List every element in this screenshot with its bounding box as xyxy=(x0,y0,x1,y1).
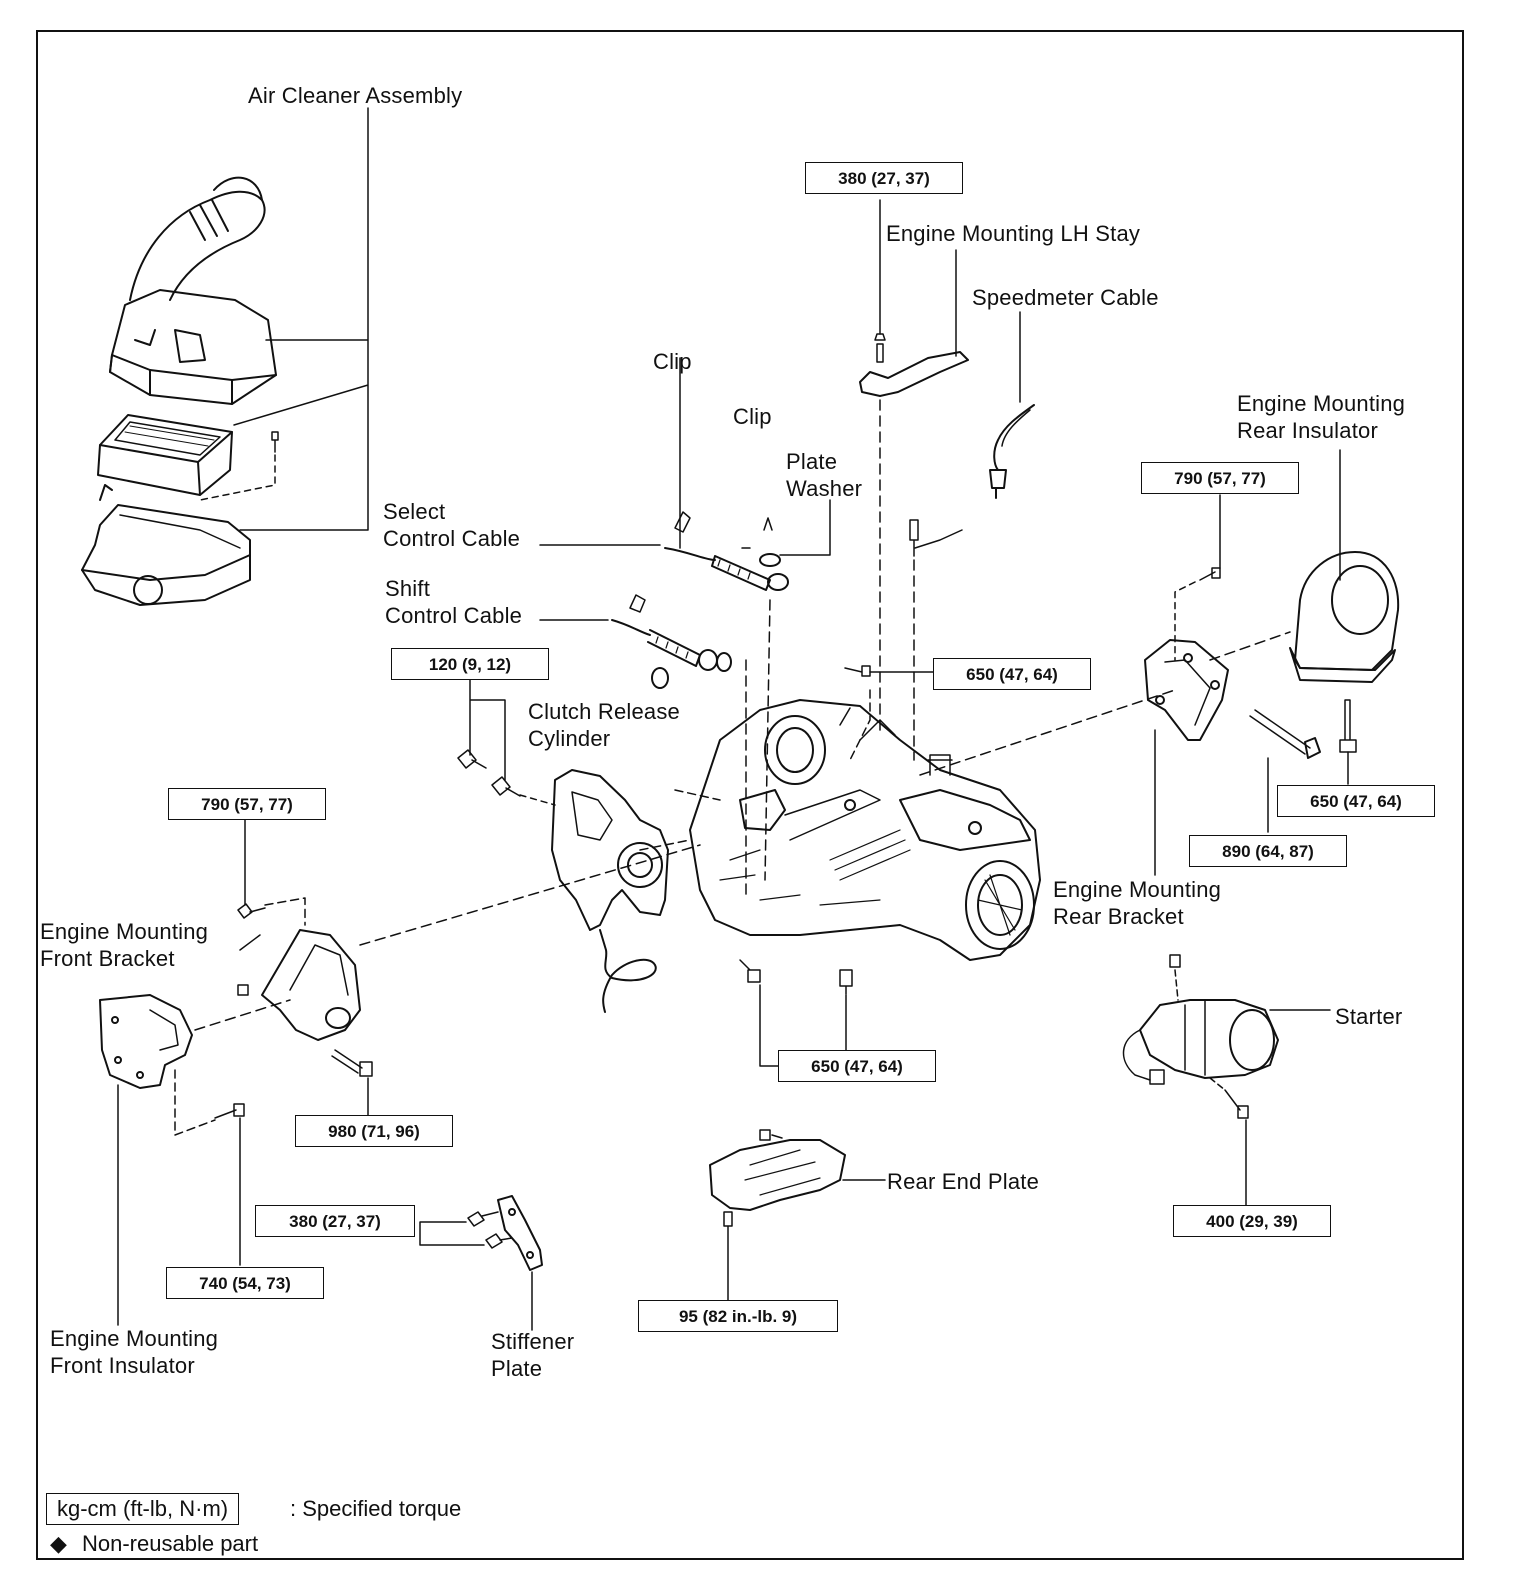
label-speedometer-cable: Speedmeter Cable xyxy=(972,285,1159,310)
clutch-cylinder-illustration xyxy=(457,679,669,1013)
label-select-control-cable: Select Control Cable xyxy=(383,499,521,551)
legend-nonreusable-symbol: ◆ xyxy=(50,1531,67,1556)
torque-rear-end-plate: 95 (82 in.-lb. 9) xyxy=(638,1300,838,1332)
stiffener-plate-illustration xyxy=(419,1195,543,1331)
torque-stiffener-plate: 380 (27, 37) xyxy=(255,1205,415,1237)
air-cleaner-illustration xyxy=(81,107,369,606)
label-clutch-release-cylinder: Clutch Release Cylinder xyxy=(528,699,680,751)
torque-clutch-cylinder: 120 (9, 12) xyxy=(391,648,549,680)
rear-insulator-illustration xyxy=(1289,449,1400,683)
label-lh-stay: Engine Mounting LH Stay xyxy=(886,221,1141,246)
lh-stay-illustration xyxy=(859,199,969,397)
torque-rear-insulator-nut: 650 (47, 64) xyxy=(1277,785,1435,817)
torque-front-bracket: 790 (57, 77) xyxy=(168,788,326,820)
legend-nonreusable-text: Non-reusable part xyxy=(82,1531,259,1556)
diagram-frame xyxy=(36,30,1464,1560)
torque-transaxle-lower: 650 (47, 64) xyxy=(778,1050,936,1082)
label-clip-2: Clip xyxy=(733,404,772,429)
torque-cable-bracket: 650 (47, 64) xyxy=(933,658,1091,690)
label-air-cleaner: Air Cleaner Assembly xyxy=(248,83,463,108)
control-cables-illustration xyxy=(539,357,831,689)
label-plate-washer: Plate Washer xyxy=(786,449,863,501)
speedometer-cable-illustration xyxy=(989,311,1035,499)
label-rear-insulator: Engine Mounting Rear Insulator xyxy=(1237,391,1406,443)
legend-unit-box: kg-cm (ft-lb, N·m) xyxy=(46,1493,240,1525)
label-starter: Starter xyxy=(1335,1004,1403,1029)
legend-unit-description: : Specified torque xyxy=(290,1496,462,1521)
label-rear-bracket: Engine Mounting Rear Bracket xyxy=(1053,877,1222,929)
label-rear-end-plate: Rear End Plate xyxy=(887,1169,1039,1194)
torque-through-bolt: 890 (64, 87) xyxy=(1189,835,1347,867)
transaxle-illustration xyxy=(639,399,1291,1067)
torque-lh-stay: 380 (27, 37) xyxy=(805,162,963,194)
label-stiffener-plate: Stiffener Plate xyxy=(491,1329,575,1381)
label-front-bracket: Engine Mounting Front Bracket xyxy=(40,919,209,971)
torque-starter: 400 (29, 39) xyxy=(1173,1205,1331,1237)
rear-bracket-illustration xyxy=(1144,494,1357,876)
label-front-insulator: Engine Mounting Front Insulator xyxy=(50,1326,219,1378)
label-clip-1: Clip xyxy=(653,349,692,374)
torque-front-insulator-bolt: 980 (71, 96) xyxy=(295,1115,453,1147)
starter-illustration xyxy=(1122,954,1331,1208)
front-bracket-illustration xyxy=(237,819,701,1119)
rear-end-plate-illustration xyxy=(709,1129,886,1301)
front-insulator-illustration xyxy=(99,994,291,1326)
label-shift-control-cable: Shift Control Cable xyxy=(385,576,523,628)
torque-front-insulator: 740 (54, 73) xyxy=(166,1267,324,1299)
torque-rear-insulator-bolt: 790 (57, 77) xyxy=(1141,462,1299,494)
